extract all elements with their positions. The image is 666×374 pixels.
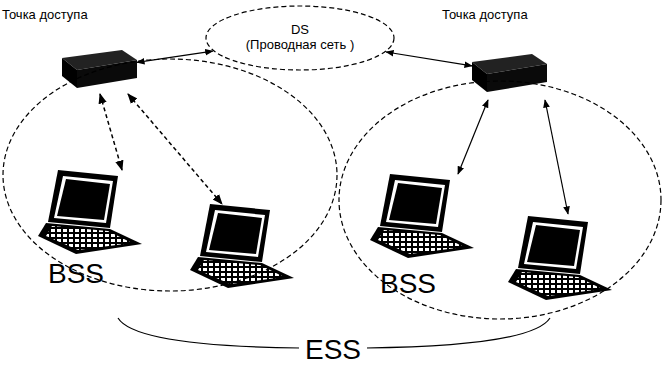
access-point-box [472,52,547,92]
network-link [137,51,213,62]
wireless-link [128,94,222,204]
wireless-link [100,94,122,170]
dashed-outline [2,58,338,292]
wireless-link [545,100,568,214]
laptop [370,174,474,258]
access-point: Точка доступа [2,8,137,88]
ds-text-block: DS(Проводная сеть ) [205,23,395,53]
access-point-box [62,48,137,88]
ds-description: (Проводная сеть ) [205,38,395,53]
ds-heading: DS [205,23,395,38]
bss-area: BSS [338,80,662,320]
network-link [386,52,472,66]
access-point: Точка доступа [442,8,547,92]
laptop [508,216,612,300]
access-point-label: Точка доступа [442,8,528,23]
bss-label: BSS [380,268,436,300]
bss-area: BSS [2,58,338,292]
wireless-link [458,100,488,174]
distribution-system: DS(Проводная сеть ) [205,5,395,71]
laptop [190,204,294,288]
access-point-label: Точка доступа [2,8,88,23]
laptop [38,170,142,254]
ess-label: ESS [299,334,367,366]
bss-label: BSS [48,258,104,290]
